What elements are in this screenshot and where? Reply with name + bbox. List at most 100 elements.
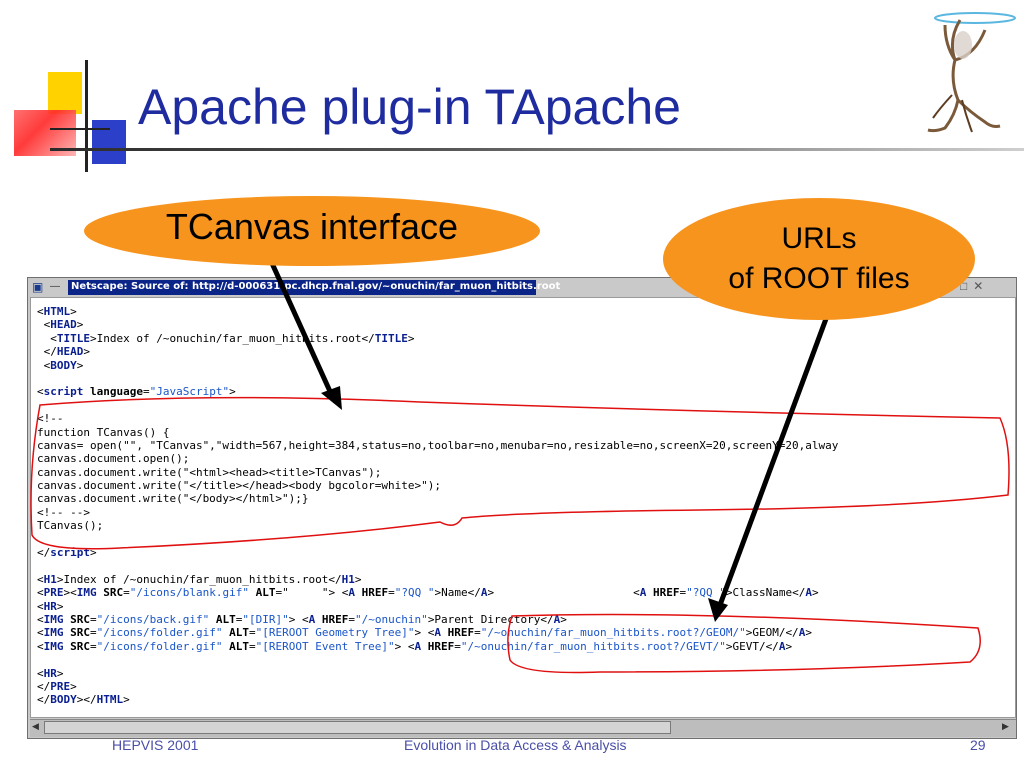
attr-name: language	[90, 385, 143, 399]
attr-value: "/~onuchin/far_muon_hitbits.root?/GEVT/"	[460, 639, 726, 653]
source-line: <PRE><IMG SRC="/icons/blank.gif" ALT=" "…	[37, 586, 838, 599]
tag-name: A	[348, 586, 355, 600]
attr-value: "/icons/folder.gif"	[96, 639, 223, 653]
source-line: canvas.document.write("<html><head><titl…	[37, 466, 838, 479]
tag-name: IMG	[76, 586, 97, 600]
page-number: 29	[970, 737, 986, 753]
code-text: >	[56, 599, 64, 613]
tag-name: HEAD	[50, 318, 77, 332]
tag-name: HR	[43, 599, 57, 613]
tag-name: BODY	[50, 693, 77, 707]
code-text: </	[37, 345, 57, 359]
source-view[interactable]: <HTML> <HEAD> <TITLE>Index of /~onuchin/…	[30, 297, 1016, 718]
urls-callout-line2: of ROOT files	[728, 262, 910, 295]
footer-left: HEPVIS 2001	[112, 737, 199, 753]
code-text: =	[142, 385, 150, 399]
attr-name: SRC	[70, 639, 90, 653]
source-line: <HR>	[37, 600, 838, 613]
tag-name: H1	[341, 572, 355, 586]
source-line: <HR>	[37, 667, 838, 680]
code-text: >	[76, 358, 84, 372]
tag-name: TITLE	[374, 331, 408, 345]
code-text: <	[37, 639, 44, 653]
source-line: canvas.document.write("</title></head><b…	[37, 479, 838, 492]
attr-value: "[REROOT Event Tree]"	[255, 639, 395, 653]
title-rule	[50, 148, 1024, 151]
code-text: <	[37, 331, 57, 345]
attr-name: HREF	[361, 586, 389, 600]
code-text: >	[76, 318, 84, 332]
code-text: >	[70, 679, 77, 693]
code-text: <	[37, 666, 44, 680]
tag-name: PRE	[50, 679, 71, 693]
code-text: =	[90, 639, 97, 653]
code-text: > <	[288, 612, 309, 626]
code-text: =	[454, 639, 461, 653]
code-text: </	[37, 693, 51, 707]
tag-name: A	[639, 586, 647, 600]
source-line: function TCanvas() {	[37, 426, 838, 439]
code-text: <	[37, 305, 44, 318]
code-text: >	[83, 345, 90, 359]
code-text: >Name</	[434, 586, 481, 600]
attr-name: ALT	[229, 626, 249, 640]
source-line	[37, 372, 838, 385]
tag-name: script	[50, 546, 90, 560]
source-line: <HEAD>	[37, 318, 838, 331]
source-code: <HTML> <HEAD> <TITLE>Index of /~onuchin/…	[37, 305, 838, 707]
code-text: =	[248, 626, 256, 640]
source-line: <IMG SRC="/icons/back.gif" ALT="[DIR]"> …	[37, 613, 838, 626]
code-text: </	[37, 679, 51, 693]
code-text: canvas= open("", "TCanvas","width=567,he…	[37, 438, 839, 452]
attr-value: "[REROOT Geometry Tree]"	[255, 626, 415, 640]
code-text: </	[37, 546, 51, 560]
attr-value: "/~onuchin"	[354, 612, 428, 626]
source-line: <!--	[37, 412, 838, 425]
attr-value: "?QQ "	[686, 586, 726, 600]
source-line: canvas.document.open();	[37, 452, 838, 465]
scroll-right-icon[interactable]: ▶	[1002, 721, 1009, 731]
code-text: >GEOM/</	[745, 626, 799, 640]
source-line: canvas.document.write("</body></html>");…	[37, 492, 838, 505]
maximize-icon[interactable]: □	[960, 279, 974, 293]
code-text: <	[37, 385, 44, 399]
scroll-left-icon[interactable]: ◀	[32, 721, 39, 731]
window-title: Netscape: Source of: http://d-000631-pc.…	[71, 281, 561, 292]
source-line	[37, 399, 838, 412]
code-text: >	[354, 572, 362, 586]
tag-name: HEAD	[56, 345, 84, 359]
code-text	[315, 613, 322, 626]
code-text: TCanvas();	[37, 519, 104, 533]
code-text: >	[229, 385, 236, 399]
source-line: <BODY>	[37, 359, 838, 372]
attr-name: HREF	[653, 586, 680, 600]
code-text: canvas.document.write("</title></head><b…	[37, 479, 441, 493]
window-shade-icon[interactable]: —	[50, 281, 60, 292]
attr-name: HREF	[321, 612, 349, 626]
source-line: <HTML>	[37, 305, 838, 318]
tag-name: IMG	[43, 639, 64, 653]
code-text: =	[474, 626, 481, 640]
source-line: </BODY></HTML>	[37, 693, 838, 706]
urls-callout-line1: URLs	[781, 222, 857, 255]
source-line: </script>	[37, 546, 838, 559]
tag-name: A	[414, 639, 422, 653]
code-text	[421, 640, 428, 653]
code-text: <!--	[37, 412, 64, 426]
source-line: <!-- -->	[37, 506, 838, 519]
code-text: =	[235, 612, 243, 626]
attr-value: "/icons/blank.gif"	[129, 586, 249, 600]
scrollbar-thumb[interactable]	[44, 721, 671, 734]
attr-name: SRC	[70, 626, 90, 640]
slide-title: Apache plug-in TApache	[138, 79, 681, 135]
window-menu-icon[interactable]: ▣	[32, 280, 44, 294]
code-text	[249, 586, 256, 599]
close-icon[interactable]: ✕	[973, 279, 990, 293]
attr-value: "/~onuchin/far_muon_hitbits.root?/GEOM/"	[480, 626, 746, 640]
code-text: =	[90, 626, 97, 640]
code-text: > <	[414, 626, 435, 640]
code-text	[83, 385, 90, 398]
attr-name: ALT	[215, 612, 236, 626]
code-text: <	[37, 318, 51, 332]
code-text: <	[37, 599, 44, 613]
